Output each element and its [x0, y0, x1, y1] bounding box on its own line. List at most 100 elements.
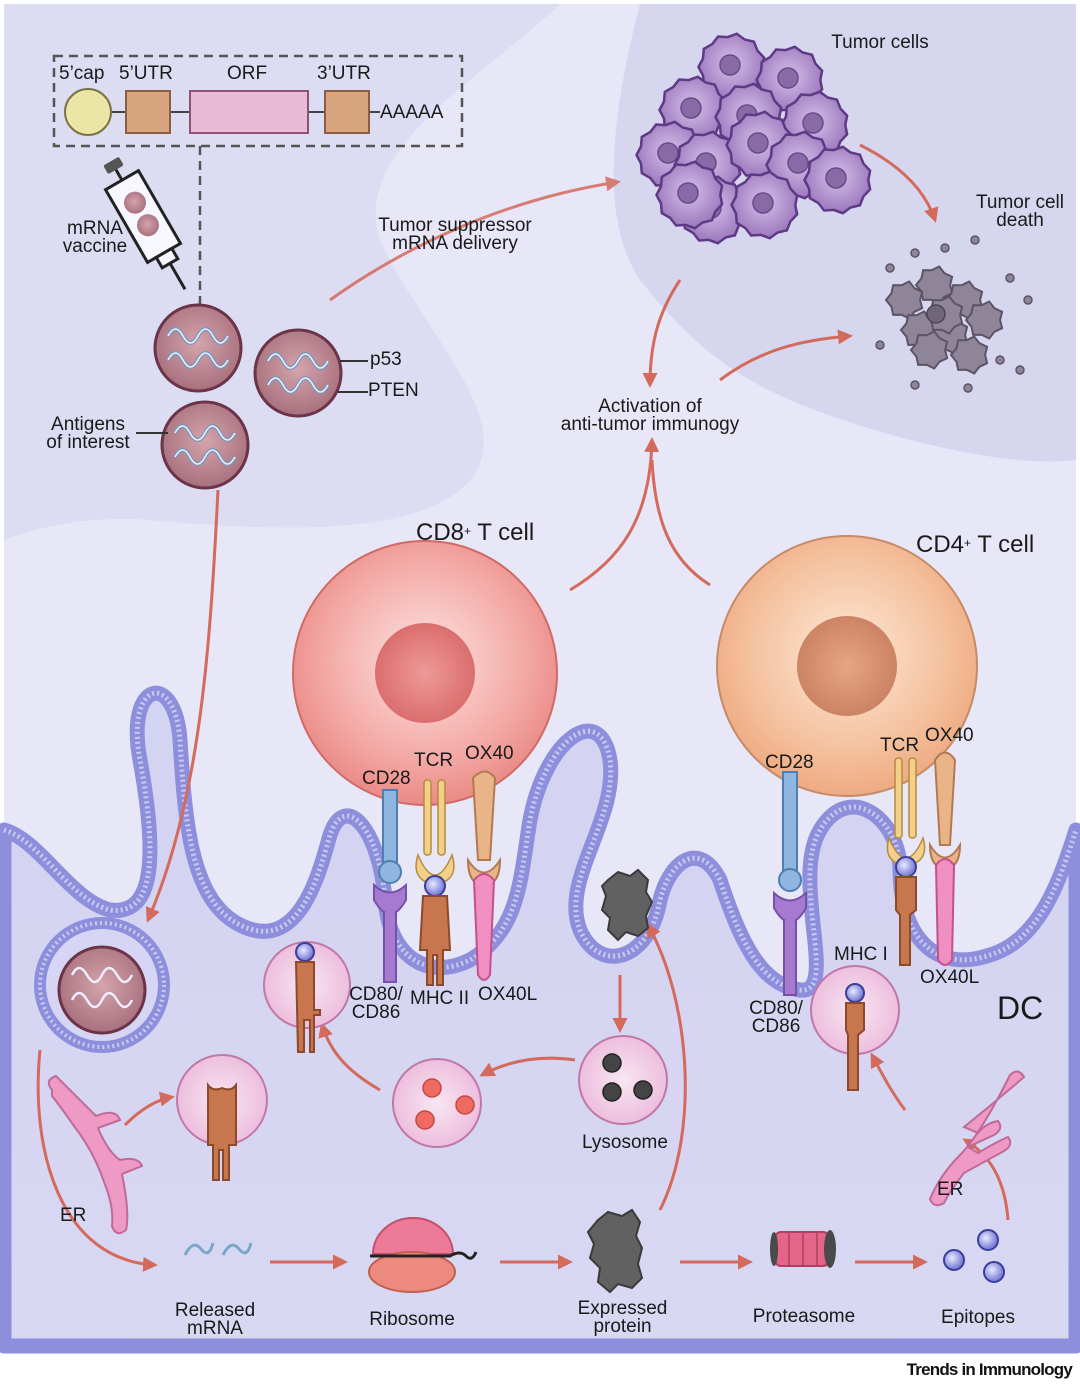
label-polya: AAAAA: [380, 102, 444, 123]
debris-fragment: [940, 243, 950, 253]
construct-box: [52, 54, 464, 148]
tumor-cell: [803, 145, 872, 215]
arrow-tumor-to-death: [859, 143, 939, 223]
debris-fragment: [885, 263, 895, 273]
cd8-label-cd80: CD80/ CD86: [349, 984, 403, 1023]
arrow-cd8-to-activation: [569, 437, 660, 592]
dead-cell-nucleus: [926, 304, 946, 324]
debris-fragment: [910, 248, 920, 258]
arrow-cd4-to-activation: [650, 459, 711, 587]
tcr-receptor: [423, 779, 432, 856]
ox40-receptor: [471, 770, 497, 861]
label-ribosome: Ribosome: [369, 1309, 455, 1330]
lnp-tumor-suppressor: [253, 328, 343, 418]
cd28-receptor: [782, 771, 798, 873]
arrow-protein-to-endocytosed: [646, 922, 687, 1211]
arrow-lnp-to-endosome: [145, 489, 220, 923]
debris-fragment: [963, 383, 973, 393]
ox40l-ligand: [934, 858, 956, 966]
label-proteasome: Proteasome: [752, 1306, 856, 1327]
mhc2-peptide: [424, 875, 446, 897]
arrow-tumor-to-activation: [642, 279, 682, 388]
arrow-activation-to-death: [719, 329, 853, 382]
cd8-label-ox40: OX40: [465, 743, 514, 764]
membrane-bilayer: [3, 690, 1079, 993]
tumor-cell: [655, 160, 724, 230]
orf-shape: [189, 90, 309, 134]
dead-tumor-cluster: [875, 235, 1033, 393]
label-pten: PTEN: [368, 380, 419, 401]
er-right: [928, 1070, 1026, 1207]
syringe-icon: [103, 157, 187, 291]
cd4-t-cell: [716, 535, 978, 797]
cd4-nucleus: [797, 616, 897, 716]
lnp-antigen-1: [153, 303, 243, 393]
cd4-label-mhc1: MHC I: [834, 944, 888, 965]
debris-fragment: [970, 235, 980, 245]
cd8-label-mhc2: MHC II: [410, 988, 470, 1009]
cd4-label-tcr: TCR: [880, 735, 920, 756]
arrow-er-to-mhc2-vesicle: [123, 1091, 175, 1127]
cd8-synapse: [373, 770, 502, 986]
label-5cap: 5’cap: [59, 63, 105, 84]
3utr-shape: [324, 90, 370, 134]
ox40-receptor: [933, 751, 957, 846]
cd4-synapse: [773, 751, 962, 996]
arrow-endosome-to-mrna: [36, 1049, 158, 1272]
label-orf: ORF: [227, 63, 268, 84]
mhc1-peptide: [895, 856, 917, 878]
mhc1-vesicle: [810, 965, 900, 1091]
cd8-label-tcr: TCR: [414, 750, 454, 771]
label-p53: p53: [370, 349, 402, 370]
endocytosed-protein: [600, 868, 654, 942]
debris-fragment: [875, 340, 885, 350]
debris-fragment: [1023, 295, 1033, 305]
lysosome: [578, 1035, 668, 1125]
endosome-lnp: [57, 945, 147, 1035]
dc-cell-membrane: [0, 685, 1080, 1354]
mhc1-ligand: [895, 876, 917, 966]
label-expressed-protein: Expressed protein: [577, 1298, 668, 1337]
arrow-lysosome-to-vesicle: [479, 1056, 576, 1077]
5utr-shape: [125, 90, 171, 134]
arrow-vesicle-to-mhc2: [318, 1022, 381, 1092]
dead-cell-fragment: [964, 300, 1004, 340]
cd8-title: CD8+ T cell: [416, 519, 535, 546]
ribosome-icon: [368, 1217, 478, 1293]
journal-footer: Trends in Immunology: [906, 1360, 1073, 1379]
dead-cell-fragment: [949, 335, 989, 375]
cd4-label-ox40l: OX40L: [920, 967, 980, 988]
label-5utr: 5’UTR: [119, 63, 173, 84]
debris-fragment: [1005, 273, 1015, 283]
released-mrna-icon: [183, 1242, 253, 1256]
debris-fragment: [1015, 365, 1025, 375]
mhc2-vesicle-empty: [176, 1054, 268, 1181]
label-dc: DC: [997, 990, 1044, 1026]
cd4-title: CD4+ T cell: [916, 531, 1035, 558]
label-tumor-suppressor-delivery: Tumor suppressor mRNA delivery: [378, 215, 532, 254]
cd8-label-cd28: CD28: [362, 768, 411, 789]
ox40l-ligand: [472, 873, 496, 981]
cd80-cd86-ligand: [373, 882, 407, 983]
cd8-nucleus: [375, 623, 475, 723]
label-released-mrna: Released mRNA: [174, 1300, 256, 1339]
cd80-cd86-ligand: [773, 890, 807, 996]
debris-fragment: [910, 380, 920, 390]
label-antigens: Antigens of interest: [46, 414, 130, 453]
tumor-cell: [730, 170, 799, 240]
label-mrna-vaccine: mRNA vaccine: [62, 218, 128, 257]
label-lysosome: Lysosome: [582, 1132, 668, 1153]
peptide-vesicle: [392, 1058, 482, 1148]
cd4-label-cd28: CD28: [765, 752, 814, 773]
mhc2-vesicle-surface: [263, 941, 351, 1053]
dead-cell-fragment: [909, 330, 949, 370]
cd4-label-cd80: CD80/ CD86: [749, 998, 803, 1037]
arrow-er-to-mhc1: [870, 1052, 907, 1111]
cd28-receptor: [382, 789, 398, 871]
label-activation: Activation of anti-tumor immunogy: [560, 396, 740, 435]
dead-cell-fragment: [884, 280, 924, 320]
lnp-antigen-2: [160, 400, 250, 490]
endosome: [34, 917, 170, 1053]
arrow-delivery-to-tumor: [329, 176, 621, 302]
